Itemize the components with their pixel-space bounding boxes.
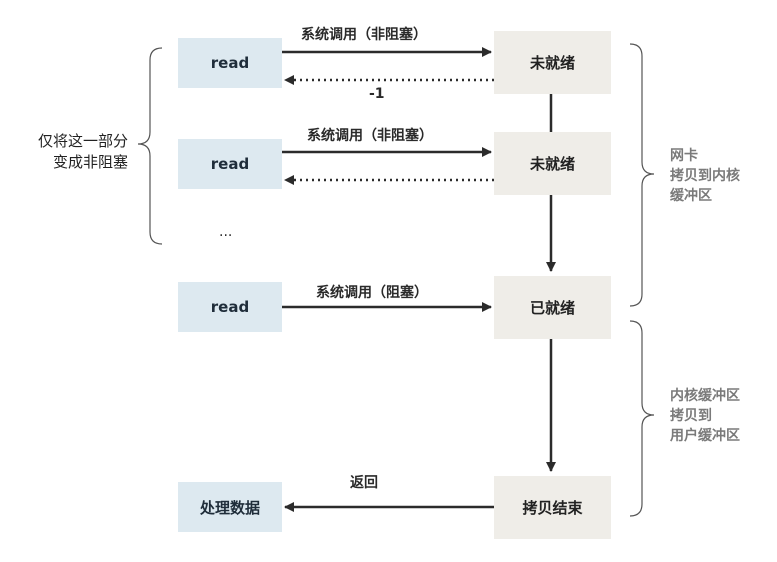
copy-done-box: 拷贝结束: [494, 476, 611, 539]
return-minus-one-label: -1: [369, 86, 385, 102]
left-note-line2: 变成非阻塞: [52, 153, 128, 171]
right-note2-line1: 内核缓冲区: [670, 388, 740, 404]
not-ready-label-2: 未就绪: [529, 155, 575, 173]
not-ready-box-2: 未就绪: [494, 132, 611, 195]
read-box-1-label: read: [210, 54, 250, 72]
right-note2-line2: 拷贝到: [670, 408, 712, 424]
read-box-3: read: [178, 282, 282, 332]
read-box-3-label: read: [210, 298, 250, 316]
right-brace-kernel-to-user: [629, 320, 655, 517]
read-box-2: read: [178, 139, 282, 189]
left-note-line1: 仅将这一部分: [37, 132, 128, 150]
right-note-nic-to-kernel: 网卡 拷贝到内核 缓冲区: [670, 146, 740, 206]
left-brace-note: 仅将这一部分 变成非阻塞: [0, 131, 128, 173]
not-ready-box-1: 未就绪: [494, 31, 611, 94]
return-label: 返回: [350, 475, 378, 491]
syscall-nonblocking-label-1: 系统调用（非阻塞）: [301, 27, 427, 43]
right-note1-line1: 网卡: [670, 148, 698, 164]
syscall-nonblocking-label-2: 系统调用（非阻塞）: [307, 128, 433, 144]
right-note2-line3: 用户缓冲区: [670, 428, 740, 444]
left-brace: [137, 47, 163, 245]
right-note1-line3: 缓冲区: [670, 188, 712, 204]
process-data-label: 处理数据: [199, 498, 260, 517]
copy-done-label: 拷贝结束: [522, 499, 583, 517]
read-box-2-label: read: [210, 155, 250, 173]
syscall-blocking-label: 系统调用（阻塞）: [316, 285, 428, 301]
right-brace-nic-to-kernel: [629, 43, 655, 307]
right-note-kernel-to-user: 内核缓冲区 拷贝到 用户缓冲区: [670, 386, 740, 446]
ellipsis-text: ...: [219, 224, 233, 240]
not-ready-label-1: 未就绪: [529, 54, 575, 72]
ready-label: 已就绪: [529, 299, 575, 317]
ready-box: 已就绪: [494, 276, 611, 339]
read-box-1: read: [178, 38, 282, 88]
process-data-box: 处理数据: [178, 482, 282, 532]
right-note1-line2: 拷贝到内核: [670, 168, 740, 184]
